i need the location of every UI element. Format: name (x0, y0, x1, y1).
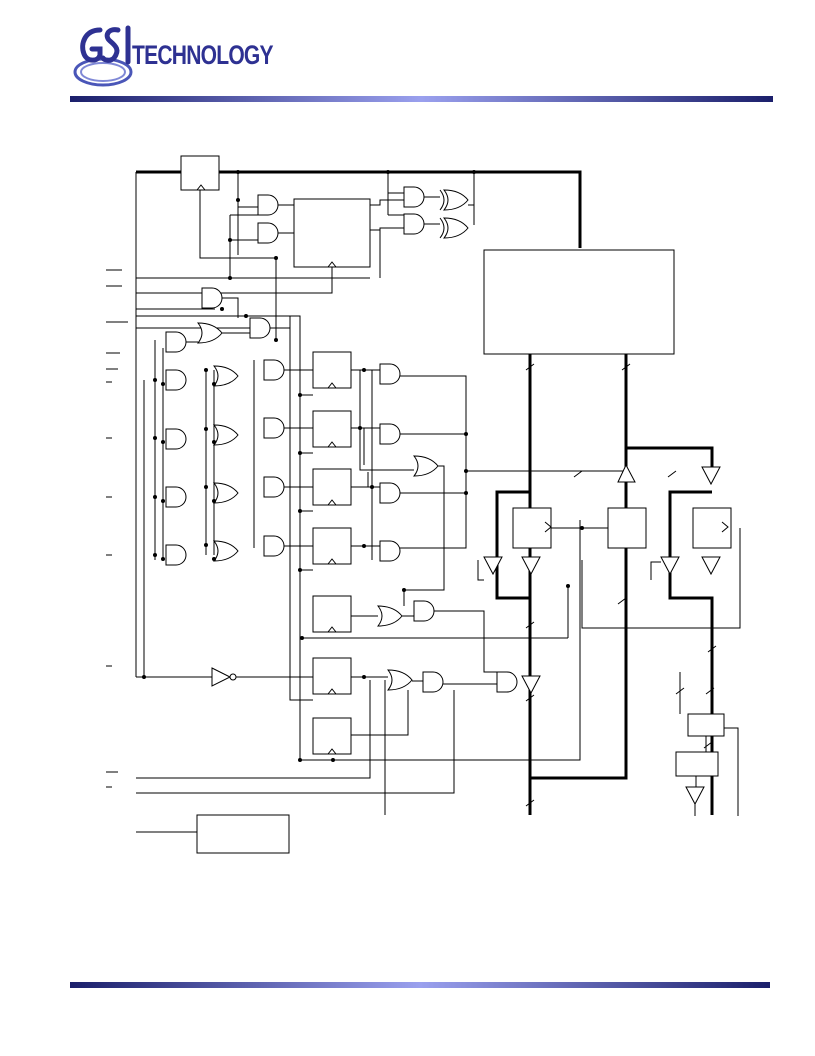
buffer (701, 556, 721, 576)
or-gate (213, 482, 239, 504)
or-gate (213, 365, 239, 387)
and-gate (379, 423, 401, 445)
and-gate (379, 482, 401, 504)
and-gate (403, 186, 425, 208)
logo-wordmark: TECHNOLOGY (132, 40, 274, 70)
buffer (660, 556, 680, 576)
buffer (685, 786, 705, 806)
buffer (483, 556, 503, 576)
or-gate (213, 424, 239, 446)
and-gate (263, 476, 285, 498)
and-gate (165, 486, 187, 508)
buffer (701, 466, 721, 486)
memory-array (483, 249, 675, 355)
and-gate (263, 359, 285, 381)
byte-write-register (312, 468, 352, 506)
enable-register (312, 595, 352, 633)
output-register (607, 507, 647, 549)
or-gate (387, 669, 413, 691)
and-gate (201, 287, 223, 309)
output-driver (675, 751, 719, 777)
control-inputs (106, 190, 370, 788)
company-logo (70, 22, 260, 92)
and-gate (403, 213, 425, 235)
buffer (521, 556, 541, 576)
byte-write-logic (135, 172, 255, 677)
and-gate (263, 417, 285, 439)
input-register (512, 507, 552, 549)
and-gate (165, 369, 187, 391)
and-gate (413, 600, 435, 622)
inverter (211, 667, 232, 687)
and-gate (257, 222, 279, 244)
and-gate (249, 317, 271, 339)
or-gate (213, 540, 239, 562)
configuration-block (196, 814, 290, 854)
junctions (142, 170, 584, 762)
or-gate (197, 322, 223, 344)
and-gate (379, 363, 401, 385)
buffer (521, 675, 541, 695)
footer-rule (70, 982, 770, 988)
output-register (692, 507, 732, 549)
buffer (617, 463, 636, 483)
header-rule (70, 96, 773, 102)
or-gate (377, 605, 403, 627)
xor-gate (439, 217, 469, 239)
and-gate (422, 671, 444, 693)
and-gate (165, 428, 187, 450)
enable-register (312, 717, 352, 755)
xor-gate (439, 189, 469, 211)
byte-write-register (312, 410, 352, 448)
byte-write-register (312, 527, 352, 565)
gsi-logo-icon (73, 25, 133, 87)
and-gate (165, 544, 187, 566)
and-gate (263, 535, 285, 557)
address-bus (219, 170, 582, 248)
or-gate (413, 455, 439, 477)
byte-write-register (312, 351, 352, 389)
data-bus (495, 354, 714, 815)
and-gate (379, 540, 401, 562)
and-gate (257, 194, 279, 216)
enable-register (312, 657, 352, 695)
address-register (180, 155, 220, 191)
control-block (687, 713, 725, 737)
and-gate (165, 331, 187, 353)
and-gate (496, 671, 518, 693)
burst-counter (293, 198, 371, 268)
